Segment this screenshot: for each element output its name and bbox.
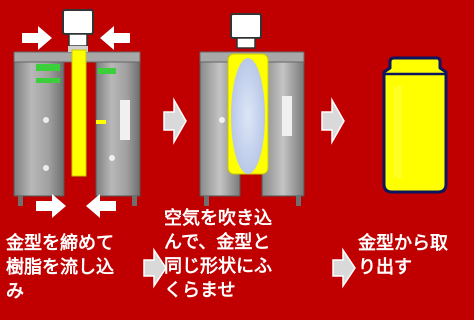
step2-mold (199, 13, 305, 206)
step1-caption: 金型を締めて 樹脂を流し込 み (6, 233, 114, 302)
bottle-product (382, 56, 448, 194)
step1-mold (13, 9, 141, 206)
arrow-icon (22, 26, 130, 218)
step2-caption: 空気を吹き込 んで、金型と 同じ形状にふ くらませ (164, 208, 272, 301)
chevron-arrow-icon (143, 247, 167, 289)
chevron-arrow-icon (332, 247, 356, 289)
chevron-arrow-icon (163, 97, 187, 145)
step3-caption: 金型から取 り出す (358, 233, 448, 278)
chevron-arrow-icon (321, 97, 345, 145)
